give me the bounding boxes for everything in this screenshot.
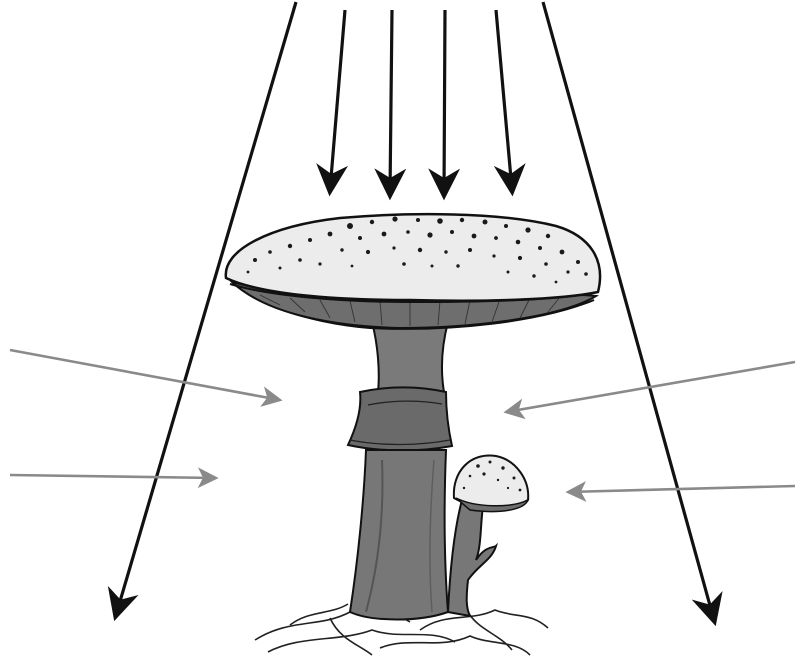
- top-arrow-4: [496, 10, 512, 190]
- left-arrow-upper: [10, 350, 280, 400]
- top-arrows: [330, 10, 512, 194]
- diagonal-arrow-right: [543, 2, 714, 620]
- top-arrow-1: [330, 10, 345, 190]
- top-arrow-3: [444, 10, 445, 194]
- main-stem: [348, 322, 452, 620]
- top-arrow-2: [390, 10, 392, 194]
- left-arrow-lower: [10, 475, 216, 478]
- diagonal-arrow-left: [116, 2, 296, 615]
- right-arrow-upper: [506, 362, 795, 412]
- right-arrow-lower: [568, 486, 795, 492]
- small-mushroom: [448, 455, 528, 616]
- mushroom-cap: [226, 214, 600, 329]
